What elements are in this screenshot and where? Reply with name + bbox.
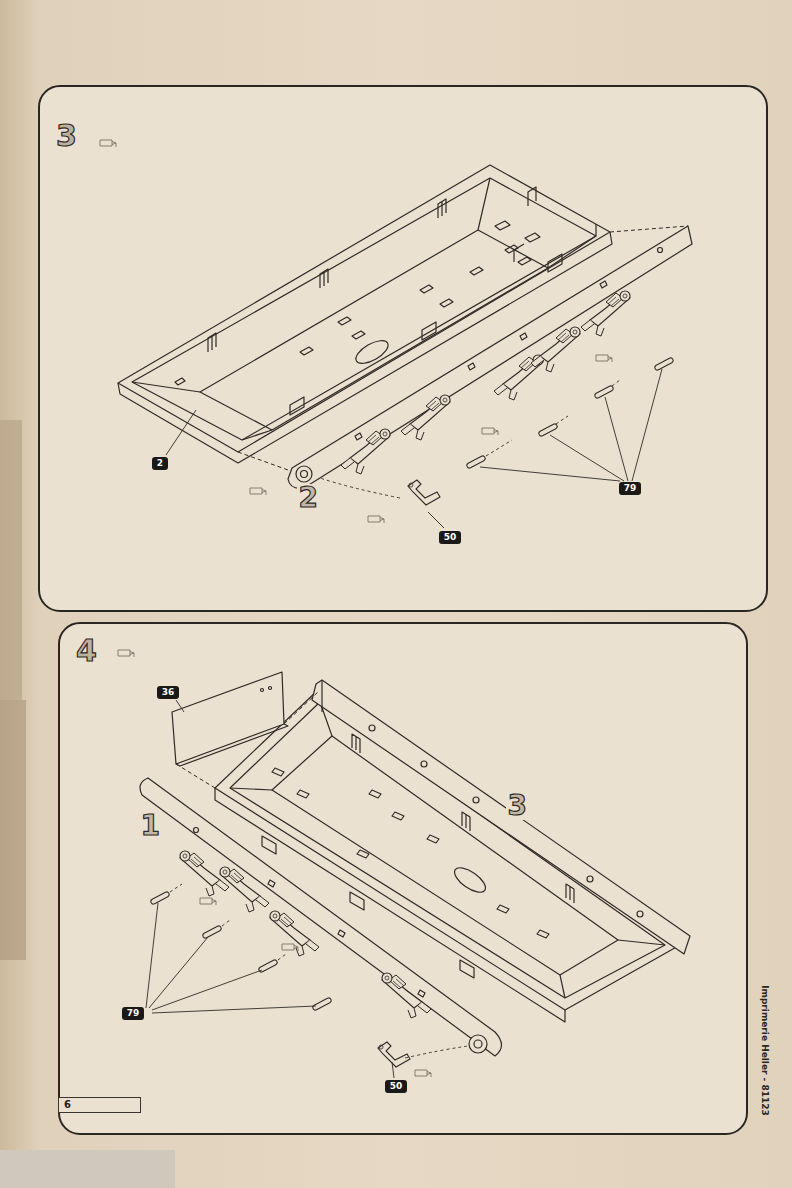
page-number: 6	[59, 1098, 140, 1112]
callout-number: 50	[444, 532, 457, 543]
callout-number: 50	[390, 1081, 403, 1092]
step-panel: 4367950	[58, 622, 748, 1135]
callout-tag: 79	[619, 482, 642, 495]
page-number-box: 6	[58, 1097, 141, 1113]
callout-tag: 50	[439, 531, 462, 544]
callout-number: 36	[162, 687, 175, 698]
callout-number: 79	[624, 483, 637, 494]
callout-number: 79	[127, 1008, 140, 1019]
step-number: 4	[76, 636, 97, 666]
callout-number: 2	[157, 458, 163, 469]
part-number: 2	[297, 484, 320, 512]
part-number: 3	[506, 792, 529, 820]
part-number: 1	[139, 812, 162, 840]
callout-tag: 2	[152, 457, 168, 470]
step-number: 3	[56, 121, 77, 151]
callout-tag: 79	[122, 1007, 145, 1020]
step-panel: 3 2 50 79	[38, 85, 768, 612]
callout-tag: 36	[157, 686, 180, 699]
callout-tag: 50	[385, 1080, 408, 1093]
imprint-text: Imprimerie Heller - 81123	[758, 985, 769, 1116]
